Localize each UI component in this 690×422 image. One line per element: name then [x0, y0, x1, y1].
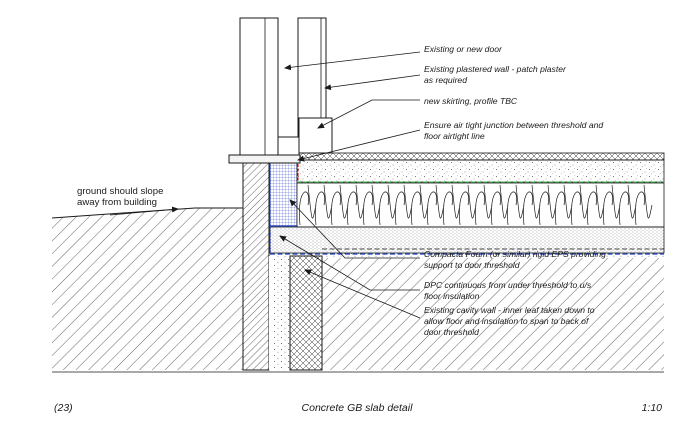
ground-surface-line [51, 207, 243, 219]
dpc-line [269, 164, 664, 255]
note-plaster-2: as required [424, 75, 467, 85]
note-ground-1: ground should slope [77, 186, 163, 197]
note-cavity-2: allow floor and insulation to span to ba… [424, 316, 590, 326]
door-frame [239, 17, 279, 156]
floor-insulation [296, 182, 665, 228]
floor-screed [296, 159, 665, 183]
door-stop [277, 136, 300, 156]
note-eps-2: support to door threshold [424, 260, 520, 270]
note-skirting: new skirting, profile TBC [424, 96, 518, 106]
note-plaster-1: Existing plastered wall - patch plaster [424, 64, 567, 74]
inner-wall-leaf [289, 255, 323, 371]
door-threshold [228, 154, 301, 164]
insulation-symbol [299, 184, 653, 226]
note-ground-2: away from building [77, 197, 157, 208]
hardcore-layer [322, 253, 664, 258]
leader-lines [109, 51, 421, 319]
external-ground [52, 208, 243, 370]
note-door: Existing or new door [424, 44, 503, 54]
note-eps-1: Compacta Foam (or similar) rigid EPS pro… [424, 249, 606, 259]
note-dpc-2: floor insulation [424, 291, 480, 301]
note-cavity-1: Existing cavity wall - inner leaf taken … [424, 305, 595, 315]
outer-wall-leaf [242, 162, 270, 371]
note-cavity-3: door threshold [424, 327, 479, 337]
drawing-reference: (23) [54, 402, 73, 414]
note-airtight-1: Ensure air tight junction between thresh… [424, 120, 603, 130]
internal-ground [322, 258, 664, 370]
cavity-fill [272, 256, 290, 370]
note-airtight-2: floor airtight line [424, 131, 485, 141]
drawing-title: Concrete GB slab detail [302, 402, 414, 414]
note-dpc-1: DPC continuous from under threshold to u… [424, 280, 592, 290]
drawing-scale: 1:10 [642, 402, 663, 414]
eps-threshold-support [269, 162, 298, 227]
floor-finish [296, 152, 665, 161]
